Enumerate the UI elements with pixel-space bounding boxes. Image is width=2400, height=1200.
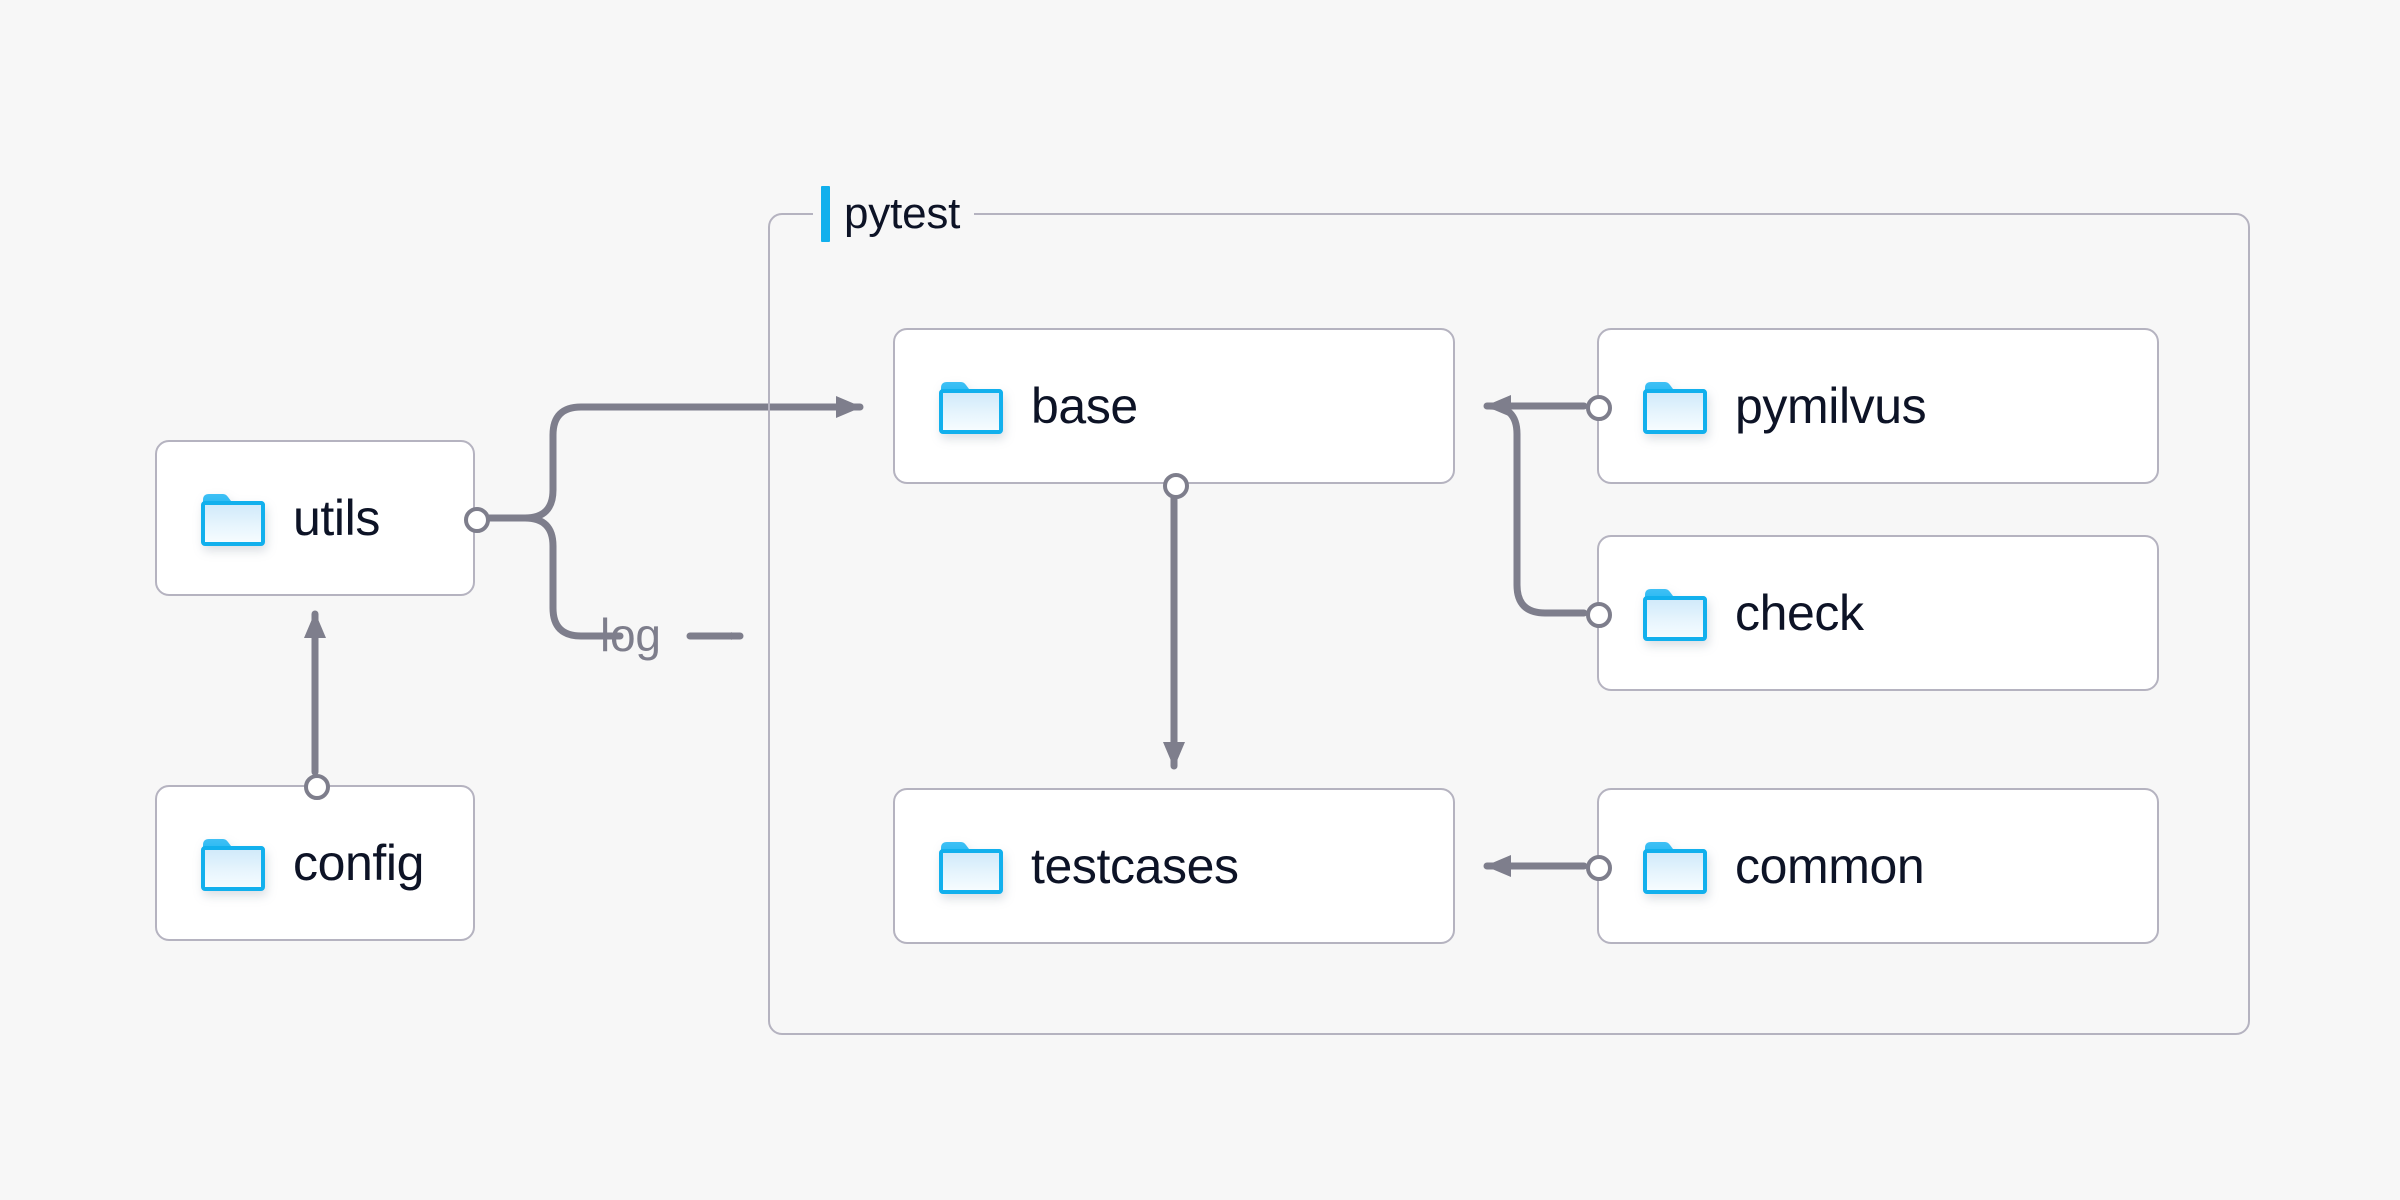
node-label: check (1735, 585, 1864, 641)
edge-label-log: log (600, 609, 661, 661)
folder-icon (201, 835, 265, 891)
node-label: utils (293, 490, 380, 546)
group-label-text: pytest (844, 189, 961, 238)
folder-icon (939, 378, 1003, 434)
port-check-left[interactable] (1586, 602, 1612, 628)
group-accent-bar (821, 186, 830, 242)
pytest-group-label: pytest (813, 185, 975, 243)
node-label: base (1031, 378, 1138, 434)
folder-icon (1643, 838, 1707, 894)
port-base-bottom[interactable] (1163, 473, 1189, 499)
port-common-left[interactable] (1586, 855, 1612, 881)
node-pymilvus[interactable]: pymilvus (1586, 328, 2159, 484)
node-testcases[interactable]: testcases (893, 788, 1455, 944)
node-label: common (1735, 838, 1925, 894)
node-label: config (293, 835, 425, 891)
node-base[interactable]: base (893, 328, 1455, 499)
port-config-top[interactable] (304, 774, 330, 800)
node-check[interactable]: check (1586, 535, 2159, 691)
node-label: testcases (1031, 838, 1239, 894)
node-utils[interactable]: utils (155, 440, 490, 596)
node-label: pymilvus (1735, 378, 1927, 434)
node-config[interactable]: config (155, 774, 475, 941)
node-common[interactable]: common (1586, 788, 2159, 944)
folder-icon (939, 838, 1003, 894)
pytest-group-container[interactable] (768, 213, 2250, 1035)
folder-icon (1643, 585, 1707, 641)
folder-icon (1643, 378, 1707, 434)
port-pymilvus-left[interactable] (1586, 395, 1612, 421)
port-utils-right[interactable] (464, 507, 490, 533)
folder-icon (201, 490, 265, 546)
